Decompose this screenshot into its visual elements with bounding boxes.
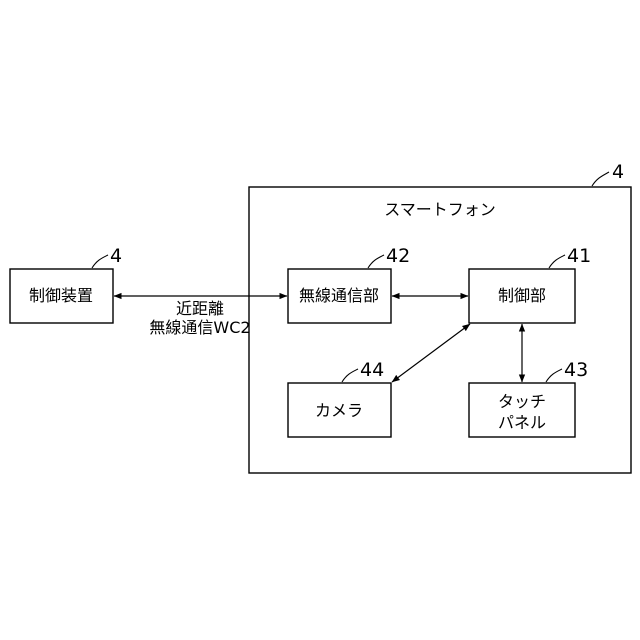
touch-panel-label-line2: パネル — [498, 413, 546, 432]
wireless-comm-box: 無線通信部 — [288, 269, 391, 323]
touch-panel-label-line1: タッチ — [498, 392, 546, 411]
controller-box: 制御部 — [469, 269, 575, 323]
link-label-line2: 無線通信WC2 — [149, 318, 250, 337]
svg-text:4: 4 — [612, 161, 624, 183]
touch-panel-box: タッチ パネル — [469, 383, 575, 437]
svg-text:41: 41 — [567, 245, 591, 267]
wireless-comm-label: 無線通信部 — [299, 286, 379, 305]
camera-label: カメラ — [315, 401, 363, 420]
smartphone-ref: 4 — [592, 161, 624, 186]
controller-label: 制御部 — [498, 286, 546, 305]
smartphone-label: スマートフォン — [384, 200, 496, 219]
control-device-label: 制御装置 — [29, 286, 93, 305]
camera-box: カメラ — [288, 383, 391, 437]
svg-text:43: 43 — [564, 359, 588, 381]
control-device-box: 制御装置 — [10, 269, 113, 323]
svg-text:44: 44 — [360, 359, 384, 381]
svg-text:42: 42 — [386, 245, 410, 267]
svg-text:4: 4 — [110, 245, 122, 267]
link-label-line1: 近距離 — [176, 299, 224, 318]
control-device-ref: 4 — [92, 245, 122, 268]
